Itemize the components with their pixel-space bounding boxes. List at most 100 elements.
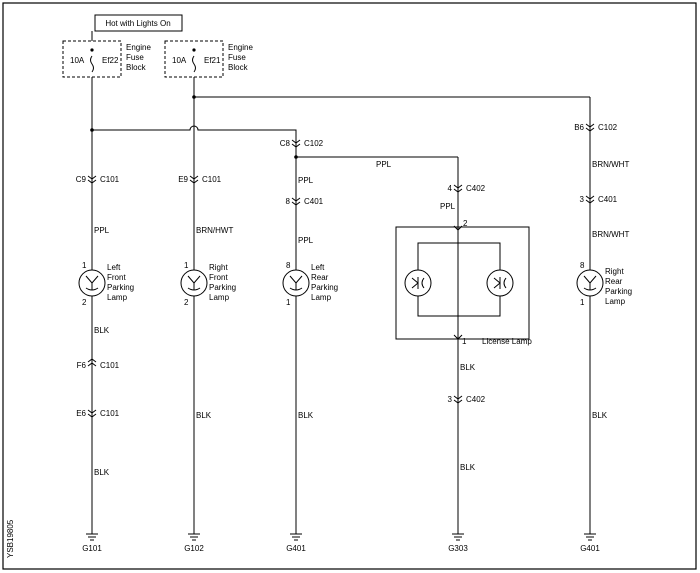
fuse-block-label: Fuse <box>126 53 144 62</box>
lamp-label: Left <box>107 263 121 272</box>
connector-label: F6 <box>77 361 87 370</box>
lamp-right-front <box>180 269 208 297</box>
lamp-label: Left <box>311 263 325 272</box>
connector-label: C101 <box>100 361 120 370</box>
ground-symbols <box>86 533 596 541</box>
pin-number: 1 <box>580 298 585 307</box>
lamp-left-front <box>78 269 106 297</box>
connector-label: C9 <box>76 175 87 184</box>
lamp-label: Lamp <box>605 297 626 306</box>
lamp-left-rear <box>282 269 310 297</box>
wire-color-label: PPL <box>94 226 110 235</box>
fuse-symbol-ef22 <box>90 55 94 73</box>
lamp-label: Parking <box>209 283 236 292</box>
lamp-label: Lamp <box>107 293 128 302</box>
wire-color-label: PPL <box>376 160 392 169</box>
wire-color-label: PPL <box>298 236 314 245</box>
connector-label: C102 <box>304 139 324 148</box>
lamp-label: Parking <box>311 283 338 292</box>
lamp-label: Front <box>209 273 228 282</box>
wire-color-label: BLK <box>460 463 476 472</box>
fuse-terminal <box>192 48 196 52</box>
wire-color-label: BRN/WHT <box>592 230 629 239</box>
splice-dot <box>90 128 94 132</box>
connector-chevron <box>453 334 463 340</box>
connector-label: E6 <box>76 409 86 418</box>
wire-color-label: BRN/WHT <box>592 160 629 169</box>
lamp-right-rear <box>576 269 604 297</box>
splice-dot <box>294 155 298 159</box>
fuse-block-label: Engine <box>228 43 253 52</box>
license-lamp-pin-bottom: 1 <box>462 337 467 346</box>
connector-label: B6 <box>574 123 584 132</box>
lamp-label: Parking <box>107 283 134 292</box>
document-code: YSB19805 <box>6 519 15 558</box>
license-lamp-box <box>395 226 530 340</box>
connector-label: C101 <box>100 409 120 418</box>
ground-label: G401 <box>286 544 306 553</box>
wire-color-label: BRN/HWT <box>196 226 233 235</box>
lamp-label: Rear <box>311 273 329 282</box>
fuse-symbol-ef21 <box>192 55 196 73</box>
fuse-rating-ef21: 10A <box>172 56 187 65</box>
power-label-box <box>94 14 183 32</box>
lamp-label: Lamp <box>209 293 230 302</box>
pin-number: 1 <box>184 261 189 270</box>
license-lamp-label: License Lamp <box>482 337 532 346</box>
connector-label: C101 <box>100 175 120 184</box>
wire-color-label: BLK <box>94 326 110 335</box>
pin-number: 8 <box>286 261 291 270</box>
wires <box>91 31 591 534</box>
connector-label: C401 <box>598 195 618 204</box>
lamp-label: Rear <box>605 277 623 286</box>
wire-color-label: BLK <box>592 411 608 420</box>
connector-symbols <box>87 123 595 418</box>
pin-number: 1 <box>286 298 291 307</box>
lamp-label: Parking <box>605 287 632 296</box>
fuse-rating-ef22: 10A <box>70 56 85 65</box>
lamp-label: Lamp <box>311 293 332 302</box>
wire-color-label: PPL <box>440 202 456 211</box>
fuse-id-ef21: Ef21 <box>204 56 221 65</box>
fuse-block-label: Fuse <box>228 53 246 62</box>
fuse-block-label: Block <box>228 63 249 72</box>
license-lamp-bulbs <box>404 269 514 297</box>
connector-label: 4 <box>448 184 453 193</box>
pin-number: 8 <box>580 261 585 270</box>
connector-label: 3 <box>448 395 453 404</box>
pin-number: 2 <box>82 298 87 307</box>
connector-label: C8 <box>280 139 291 148</box>
splice-dot <box>192 95 196 99</box>
pin-number: 1 <box>82 261 87 270</box>
lamp-label: Right <box>605 267 624 276</box>
lamp-label: Front <box>107 273 126 282</box>
ground-label: G401 <box>580 544 600 553</box>
connector-label: 8 <box>286 197 291 206</box>
wire-color-label: BLK <box>196 411 212 420</box>
connector-label: 3 <box>580 195 585 204</box>
license-lamp-pin-top: 2 <box>463 219 468 228</box>
ground-label: G303 <box>448 544 468 553</box>
pin-number: 2 <box>184 298 189 307</box>
wire-color-label: PPL <box>298 176 314 185</box>
connector-label: C402 <box>466 184 486 193</box>
connector-label: C102 <box>598 123 618 132</box>
wire-color-label: BLK <box>94 468 110 477</box>
ground-label: G102 <box>184 544 204 553</box>
connector-label: C402 <box>466 395 486 404</box>
fuse-terminal <box>90 48 94 52</box>
wire-color-label: BLK <box>298 411 314 420</box>
lamp-label: Right <box>209 263 228 272</box>
connector-label: C401 <box>304 197 324 206</box>
fuse-block-label: Block <box>126 63 147 72</box>
ground-label: G101 <box>82 544 102 553</box>
connector-chevron <box>453 225 463 231</box>
wire-color-label: BLK <box>460 363 476 372</box>
fuse-block-label: Engine <box>126 43 151 52</box>
connector-label: E9 <box>178 175 188 184</box>
connector-label: C101 <box>202 175 222 184</box>
fuse-id-ef22: Ef22 <box>102 56 119 65</box>
